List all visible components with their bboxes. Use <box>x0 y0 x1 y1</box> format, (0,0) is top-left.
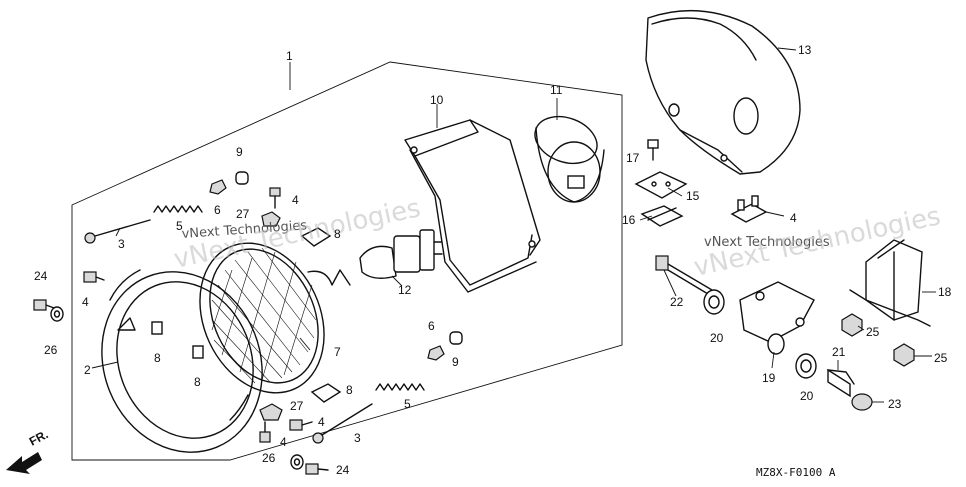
callout-10: 10 <box>430 93 444 107</box>
callout-5-upper: 5 <box>176 219 183 233</box>
callout-9-upper: 9 <box>236 145 243 159</box>
screw-4-lower-b <box>259 421 271 443</box>
callout-2: 2 <box>84 363 91 377</box>
diagram-code: MZ8X-F0100 A <box>756 466 836 479</box>
screw-4-upper <box>269 187 281 209</box>
callout-26-upper: 26 <box>44 343 58 357</box>
bracket-18 <box>849 239 931 327</box>
spacer-21 <box>827 368 855 398</box>
clamp-14 <box>730 195 768 223</box>
screw-3-lower <box>312 403 373 444</box>
callout-8-b: 8 <box>194 375 201 389</box>
front-direction-label: FR. <box>27 427 51 448</box>
callout-19: 19 <box>762 371 776 385</box>
callout-11: 11 <box>550 83 563 97</box>
callout-4-lower-b: 4 <box>280 435 287 449</box>
callout-8-d: 8 <box>346 383 353 397</box>
nut-27-upper <box>261 211 281 227</box>
callout-8-a: 8 <box>154 351 161 365</box>
callout-18: 18 <box>938 285 952 299</box>
callout-22: 22 <box>670 295 684 309</box>
callout-7: 7 <box>334 345 341 359</box>
collar-9-lower <box>449 331 463 345</box>
callout-6-lower: 6 <box>428 319 435 333</box>
callout-26-lower: 26 <box>262 451 276 465</box>
callout-6-upper: 6 <box>214 203 221 217</box>
callout-5-lower: 5 <box>404 397 411 411</box>
callout-3-upper: 3 <box>118 237 125 251</box>
callout-9-lower: 9 <box>452 355 459 369</box>
callout-27-lower: 27 <box>290 399 304 413</box>
headlight-case <box>645 10 801 175</box>
callout-25-lower: 25 <box>934 351 948 365</box>
washer-26-lower <box>290 454 304 470</box>
callout-15: 15 <box>686 189 700 203</box>
bolt-22 <box>655 255 713 295</box>
callout-21: 21 <box>832 345 846 359</box>
socket-cover <box>534 115 605 203</box>
bolt-17 <box>647 139 659 161</box>
nut-25-a <box>841 313 863 337</box>
callout-24-upper: 24 <box>34 269 48 283</box>
collar-9-upper <box>235 171 249 185</box>
bracket-19 <box>739 281 815 355</box>
nut-25-b <box>893 343 915 367</box>
leader-lines <box>91 47 936 403</box>
callout-1: 1 <box>286 49 293 63</box>
callout-8-c: 8 <box>334 227 341 241</box>
callout-12: 12 <box>398 283 412 297</box>
callout-24-lower: 24 <box>336 463 350 477</box>
callout-13: 13 <box>798 43 812 57</box>
callout-labels: 1 2 3 3 4 4 4 4 4 5 5 6 6 7 8 8 8 8 9 9 … <box>34 43 952 477</box>
callout-27-upper: 27 <box>236 207 250 221</box>
callout-4-upper: 4 <box>292 193 299 207</box>
collar-20-lower <box>795 353 817 379</box>
clip-8-upper <box>300 227 332 247</box>
nut-23 <box>851 393 873 411</box>
assembly-boundary <box>71 61 623 461</box>
grommet-16 <box>640 205 684 227</box>
spring-5-upper <box>153 205 203 213</box>
headlight-bulb <box>359 229 443 279</box>
collar-20-upper <box>703 289 725 315</box>
nut-27-lower <box>259 403 283 421</box>
callout-4-left: 4 <box>82 295 89 309</box>
stay-plate-15 <box>634 171 688 199</box>
callout-20-upper: 20 <box>710 331 724 345</box>
screw-4-left <box>83 271 105 283</box>
callout-4-lower-a: 4 <box>318 415 325 429</box>
headlight-stay-bracket <box>404 119 541 293</box>
clip-8-lower <box>310 383 342 403</box>
callout-3-lower: 3 <box>354 431 361 445</box>
nut-6-lower <box>427 345 445 361</box>
callout-23: 23 <box>888 397 902 411</box>
washer-26-upper <box>50 306 64 322</box>
spring-5-lower <box>375 383 425 391</box>
nut-6-upper <box>209 179 227 195</box>
screw-24-upper <box>33 299 55 311</box>
screw-24-lower <box>305 463 329 475</box>
callout-4-right: 4 <box>790 211 797 225</box>
sealed-beam-unit <box>199 242 351 394</box>
front-direction-arrow: FR. <box>6 427 50 474</box>
callout-25-upper: 25 <box>866 325 880 339</box>
callout-16: 16 <box>622 213 636 227</box>
callout-20-lower: 20 <box>800 389 814 403</box>
screw-4-lower-a <box>289 419 313 431</box>
screw-3-upper <box>84 219 151 244</box>
watermark-text-2: vNext Technologies <box>704 235 830 250</box>
callout-17: 17 <box>626 151 640 165</box>
headlight-rim <box>101 269 263 453</box>
